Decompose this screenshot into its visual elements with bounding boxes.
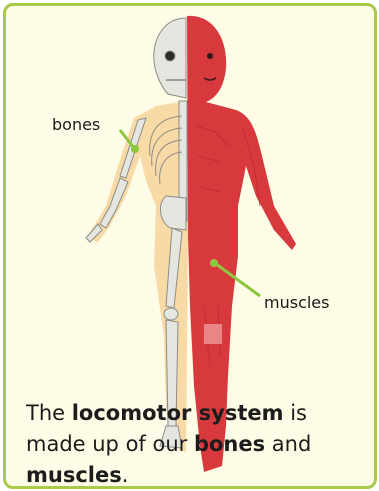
- knee-highlight: [204, 324, 222, 344]
- caption-and: and: [265, 432, 311, 456]
- caption-bones: bones: [194, 432, 265, 456]
- caption-term: locomotor system: [72, 401, 284, 425]
- caption-muscles: muscles: [26, 463, 122, 487]
- muscles-label: muscles: [264, 293, 329, 312]
- caption-text: The locomotor system is made up of our b…: [26, 398, 366, 489]
- diagram-card: bones muscles The locomotor system is ma…: [3, 3, 377, 489]
- caption-end: .: [122, 463, 129, 487]
- bones-label: bones: [52, 115, 100, 134]
- caption-part1: The: [26, 401, 72, 425]
